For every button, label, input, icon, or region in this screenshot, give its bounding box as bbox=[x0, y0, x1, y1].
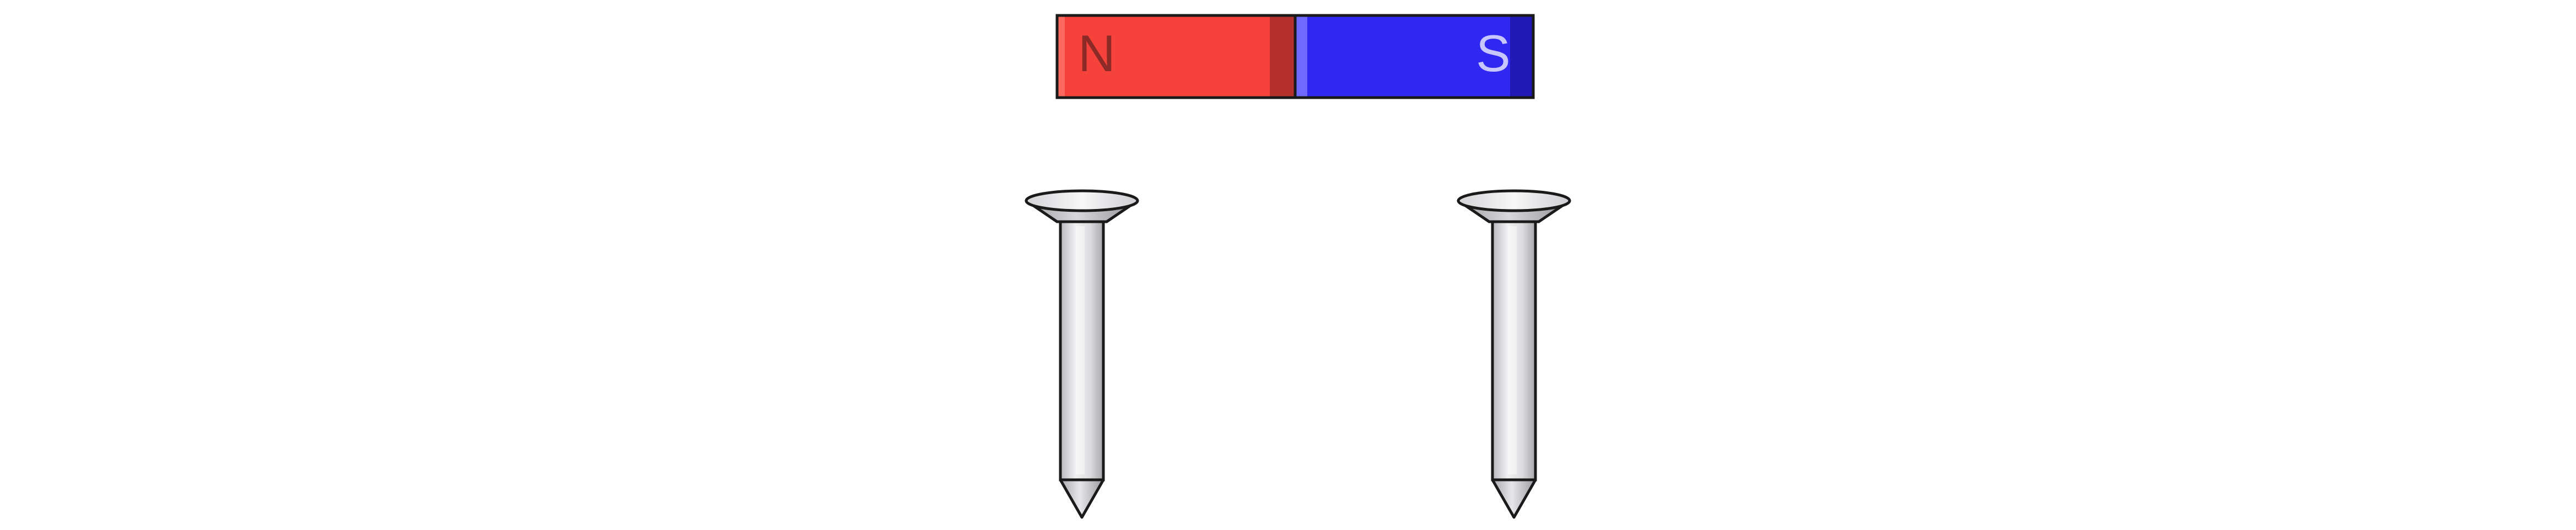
right-nail-tip bbox=[1491, 478, 1537, 519]
magnet-north-label: N bbox=[1078, 24, 1115, 82]
magnet-north-edge-highlight bbox=[1057, 15, 1065, 98]
right-nail-head bbox=[1457, 189, 1571, 212]
left-nail-head bbox=[1025, 189, 1139, 212]
magnet-south-highlight-band bbox=[1295, 15, 1307, 98]
right-nail-shaft-shine bbox=[1508, 226, 1517, 474]
magnet-south-label: S bbox=[1476, 24, 1511, 82]
magnet-north-shadow-band bbox=[1270, 15, 1295, 98]
magnet-south-shadow-band bbox=[1510, 15, 1533, 98]
magnet-north-half bbox=[1057, 15, 1295, 98]
magnet-south-half bbox=[1295, 15, 1533, 98]
magnet-outline bbox=[1055, 14, 1535, 99]
left-nail-shaft-shine bbox=[1076, 226, 1085, 474]
left-nail bbox=[1025, 189, 1139, 519]
left-nail-tip bbox=[1059, 478, 1105, 519]
bar-magnet: N S bbox=[1055, 14, 1535, 99]
right-nail bbox=[1457, 189, 1571, 519]
